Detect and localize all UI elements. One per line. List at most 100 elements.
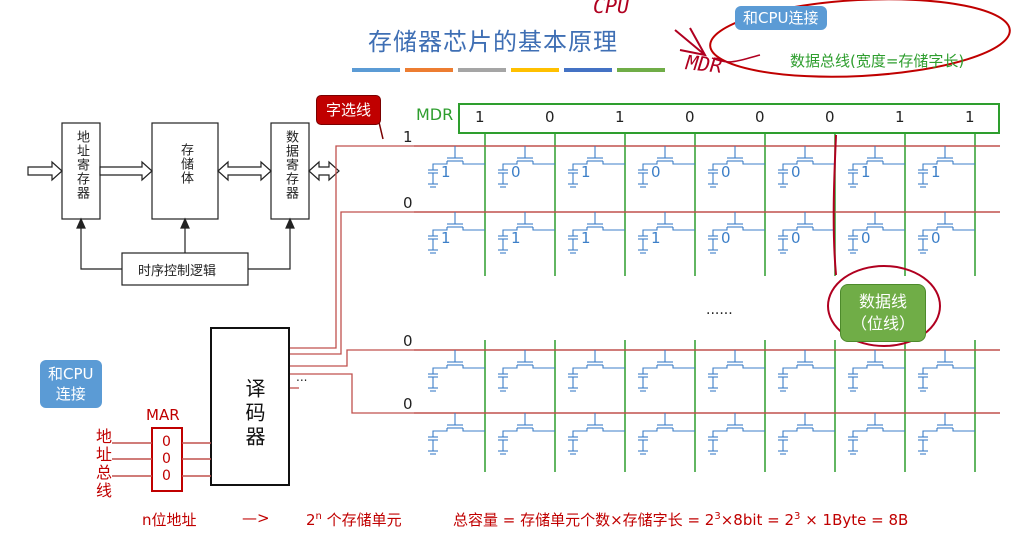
cpu-connect-callout-left: 和CPU 连接 [40,360,102,408]
underline-bar [405,68,453,72]
mdr-bit: 1 [615,108,625,126]
decoder-output-wire [289,349,414,367]
underline-bar [617,68,665,72]
underline-bar [564,68,612,72]
memory-cell [708,413,765,455]
memory-cell [708,146,765,188]
ctrl-line-right [248,226,291,270]
cell-value: 0 [931,229,941,247]
cell-value: 0 [791,163,801,181]
cpu-connect-callout-top: 和CPU连接 [735,6,827,30]
memory-array [289,117,1000,472]
cell-value: 1 [581,229,591,247]
memory-cell [778,212,835,254]
memory-cell [918,146,975,188]
ctrl-arrowhead-mid [180,217,190,229]
mar-bit: 0 [162,468,171,484]
handwritten-ellipse-top [709,0,1011,78]
mdr-bit: 1 [965,108,975,126]
input-arrow [27,160,63,182]
memory-cell [568,350,625,392]
memory-cell [848,212,905,254]
block-diagram [27,122,340,286]
word-line-value: 0 [403,332,413,350]
memory-cell [428,212,485,254]
n-addr-label: n位地址 [142,511,197,529]
memory-cell [498,212,555,254]
mdr-bit: 0 [755,108,765,126]
decoder-output-wire [289,373,414,414]
memory-cell [708,212,765,254]
handwriting-mdr: MDR [684,50,724,78]
memory-cell [848,413,905,455]
word-line-value: 0 [403,395,413,413]
mdr-bit: 0 [825,108,835,126]
cell-value: 1 [861,163,871,181]
memory-cell [918,212,975,254]
handwritten-ellipse-dataline [827,265,941,347]
cell-value: 0 [721,229,731,247]
decoder-output-wire [289,211,414,355]
memory-cell [498,413,555,455]
handwritten-stroke [711,54,761,63]
cell-value: 0 [861,229,871,247]
memory-cell [498,350,555,392]
arrow-label: —> [242,509,270,527]
underline-bar [511,68,559,72]
storage-box [151,122,219,220]
mar-wires [112,442,211,477]
mdr-register [458,103,1000,134]
address-bus-label: 地址总线 [93,428,112,500]
data-bus-label: 数据总线(宽度=存储字长) [790,52,965,70]
decoder-ellipsis: ... [296,370,308,384]
title-underline [352,68,665,72]
underline-bar [458,68,506,72]
memory-cell [708,350,765,392]
memory-cell [778,350,835,392]
handwritten-arrow [674,27,707,57]
memory-cell [428,413,485,455]
memory-cell [918,413,975,455]
cell-value: 0 [651,163,661,181]
storage-label: 存储体 [178,143,193,185]
cell-value: 1 [581,163,591,181]
decoder-box [210,327,290,486]
decoder-output-wire [289,145,414,349]
cell-value: 0 [791,229,801,247]
cell-value: 1 [511,229,521,247]
word-line-value: 1 [403,128,413,146]
memory-cell [568,146,625,188]
memory-cell [428,350,485,392]
mdr-label: MDR [416,105,454,124]
output-arrow [308,160,340,182]
memory-cell [778,146,835,188]
memory-cell [568,212,625,254]
cell-value: 1 [931,163,941,181]
mdr-bit: 0 [545,108,555,126]
cell-value: 1 [441,229,451,247]
data-reg-label: 数据寄存器 [283,130,298,200]
word-select-callout: 字选线 [316,95,382,125]
addr-to-storage-arrow [99,160,153,182]
memory-cell [778,413,835,455]
storage-data-arrow [217,160,272,182]
memory-cell [638,146,695,188]
memory-cell [428,146,485,188]
capacity-formula: 总容量 = 存储单元个数×存储字长 = 23×8bit = 23 × 1Byte… [453,511,909,529]
underline-bar [352,68,400,72]
memory-cell [638,413,695,455]
mar-label: MAR [146,406,180,424]
ctrl-line-left [80,226,122,270]
memory-cell [918,350,975,392]
memory-cell [498,146,555,188]
decoder-label: 译码器 [242,378,266,450]
memory-cell [568,413,625,455]
memory-cell [848,146,905,188]
word-line-value: 0 [403,194,413,212]
mdr-bit: 0 [685,108,695,126]
mdr-bit: 1 [895,108,905,126]
cell-value: 0 [721,163,731,181]
page-title: 存储器芯片的基本原理 [368,28,618,56]
storage-units-label: 2n 个存储单元 [306,511,402,529]
